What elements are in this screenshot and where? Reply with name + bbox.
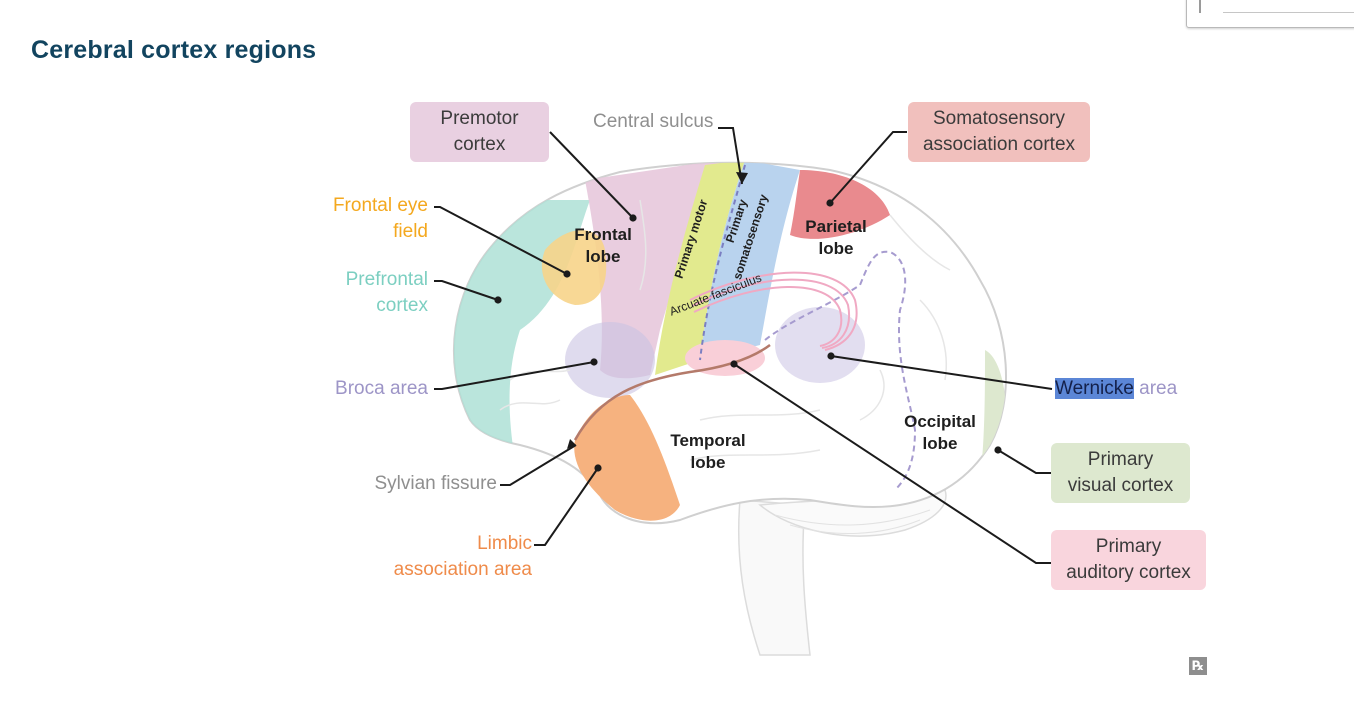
prefrontal-cortex-label: Prefrontal cortex	[300, 267, 428, 319]
brainstem	[737, 499, 811, 656]
primary-visual-cortex-label: Primary visual cortex	[1051, 443, 1190, 503]
central-sulcus-arrow	[736, 172, 748, 184]
text-cursor	[1199, 0, 1201, 13]
parietal-lobe-label: Parietal lobe	[805, 217, 867, 258]
somatosensory-association-cortex-label: Somatosensory association cortex	[908, 102, 1090, 162]
frontal-eye-field-label: Frontal eye field	[300, 193, 428, 245]
broca-area-label: Broca area	[335, 378, 428, 399]
leader-dots	[494, 199, 1002, 472]
sylvian-fissure-arrow	[567, 439, 576, 449]
primary-somatosensory-region	[700, 162, 800, 360]
prefrontal-cortex-line1: Prefrontal	[345, 269, 428, 290]
parietal-region	[790, 170, 890, 239]
primary-motor-region	[655, 162, 745, 375]
page-title: Cerebral cortex regions	[31, 36, 317, 64]
primary-auditory-region	[685, 340, 765, 376]
leader-lines	[434, 127, 1053, 564]
wernicke-highlighted-text[interactable]: Wernicke	[1055, 378, 1134, 399]
frontal-eye-field-region	[541, 230, 607, 305]
frontal-eye-field-line1: Frontal eye	[332, 195, 428, 216]
broca-region	[565, 322, 655, 398]
central-sulcus-line	[699, 164, 746, 361]
limbic-association-area-label: Limbic association area	[380, 531, 532, 583]
wernicke-area-label: Wernicke area	[1055, 376, 1177, 402]
gyri-texture	[499, 199, 951, 461]
sylvian-fissure-label: Sylvian fissure	[374, 473, 498, 494]
wernicke-area-suffix: area	[1133, 378, 1178, 399]
occipital-lobe-label: Occipital lobe	[904, 412, 976, 453]
sylvian-fissure-line	[573, 343, 771, 441]
temporal-lobe-label: Temporal lobe	[670, 431, 746, 472]
arcuate-fasciculus	[689, 271, 858, 351]
limbic-region	[574, 395, 680, 521]
premotor-cortex-label: Premotor cortex	[410, 102, 549, 162]
rx-badge-icon[interactable]: ℞	[1189, 657, 1207, 675]
input-underline	[1223, 12, 1354, 13]
prefrontal-cortex-line2: cortex	[376, 295, 428, 316]
primary-auditory-cortex-label: Primary auditory cortex	[1051, 530, 1206, 590]
central-sulcus-label: Central sulcus	[593, 111, 714, 132]
frontal-lobe-label: Frontal lobe	[574, 225, 632, 266]
wernicke-boundary	[764, 250, 917, 491]
frontal-eye-field-line2: field	[393, 221, 428, 242]
limbic-line2: association area	[393, 559, 532, 580]
limbic-line1: Limbic	[477, 533, 532, 554]
text-input-box[interactable]	[1186, 0, 1354, 28]
